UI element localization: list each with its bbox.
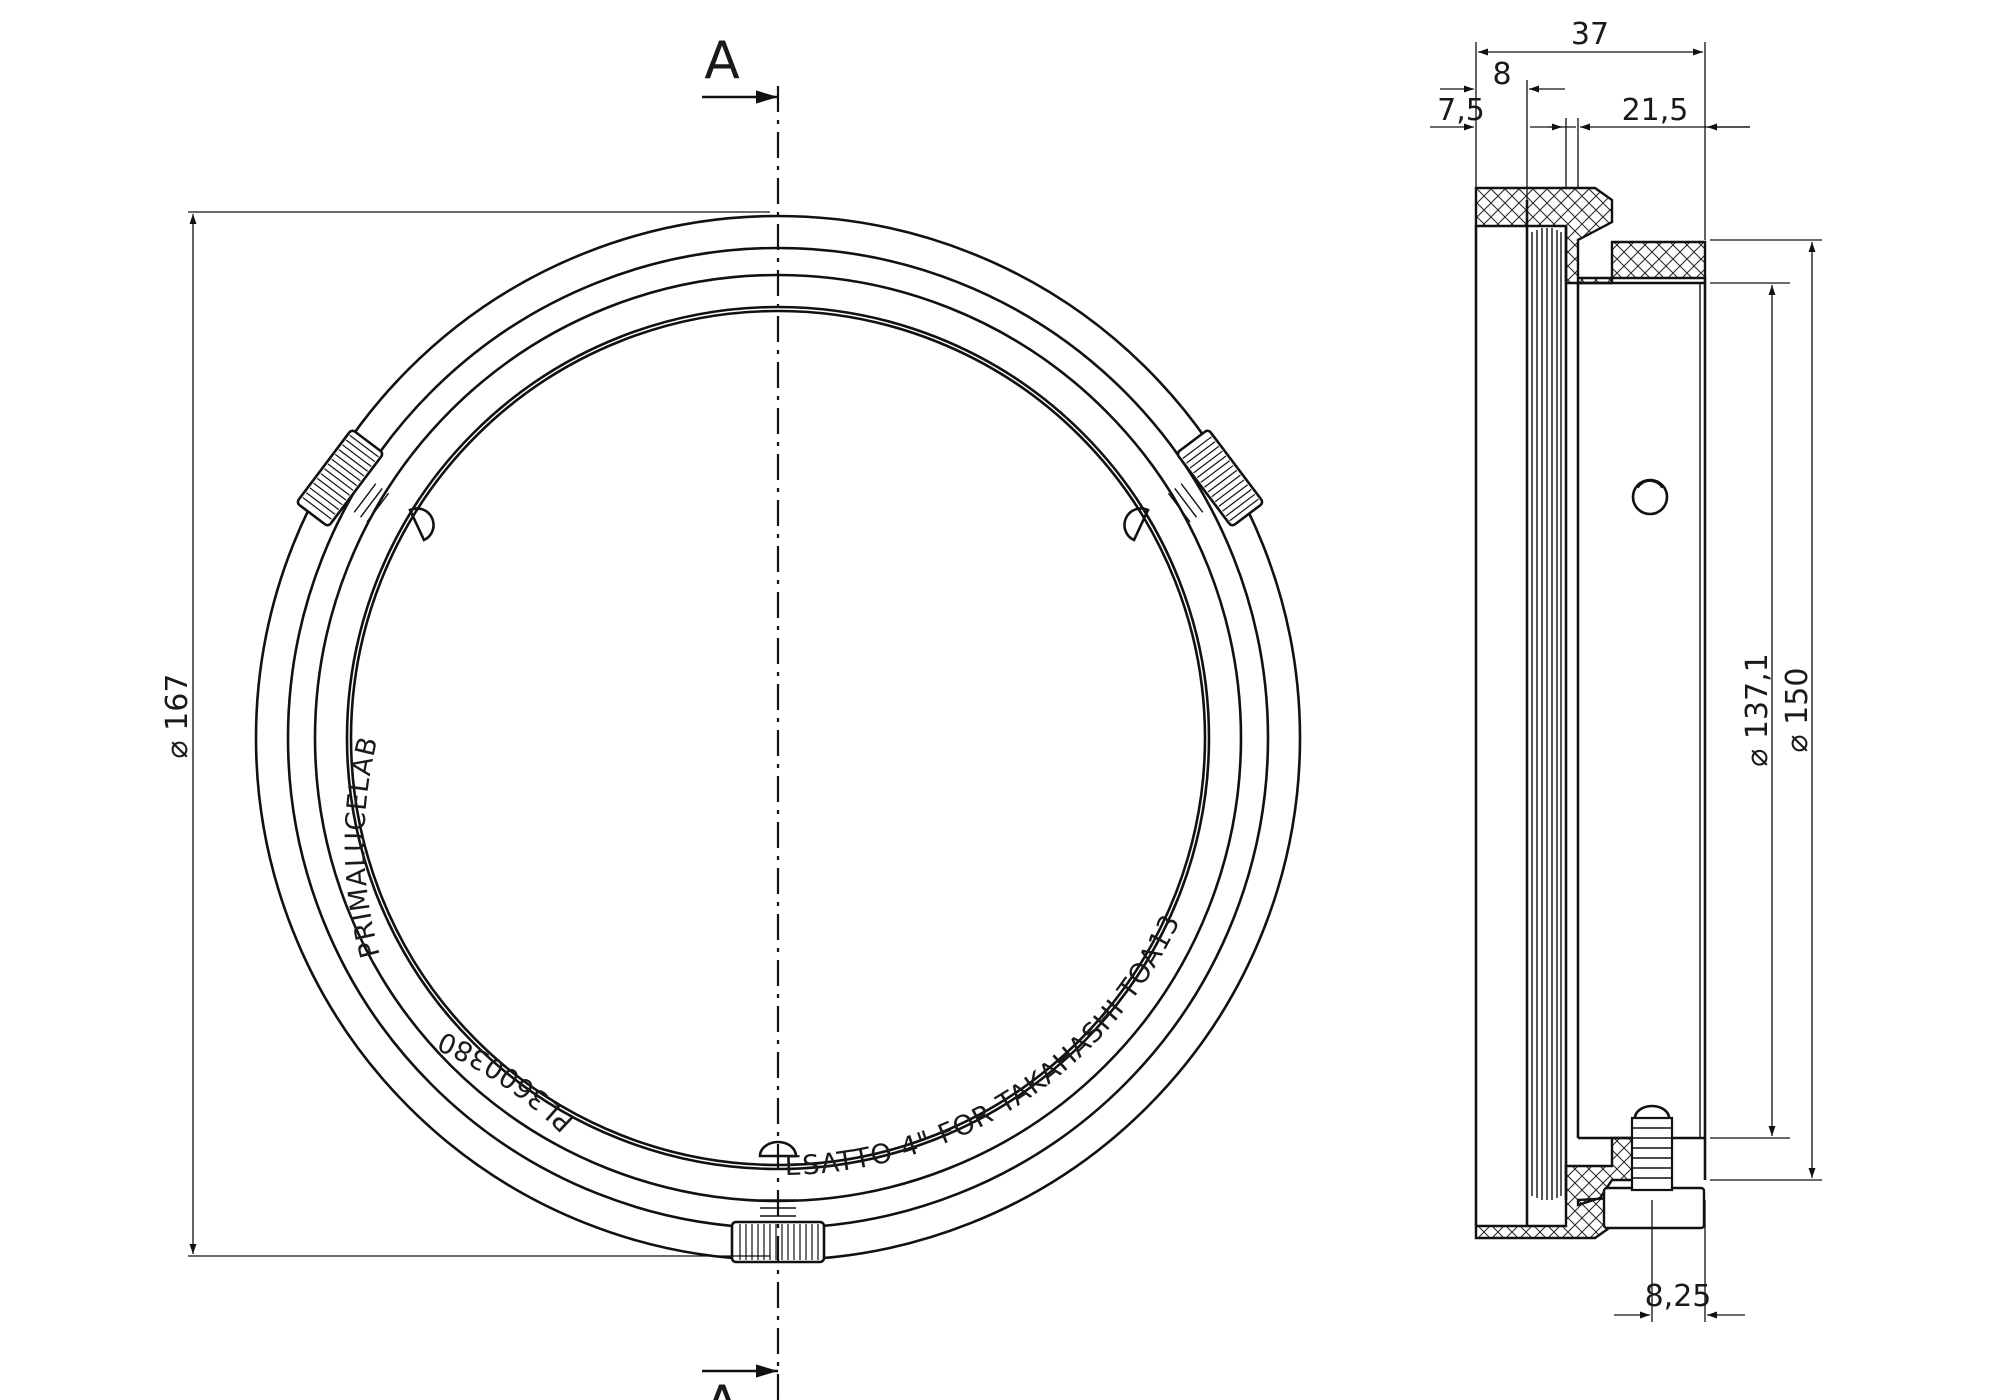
section-flange-top [1474,186,1707,285]
dim-8-label: 8 [1492,57,1511,92]
thumb-screw-right [1175,427,1265,529]
thumb-screw-left [295,427,385,529]
screw-thread-left [353,482,390,523]
screw-thread-right [1167,482,1204,523]
thread-region [1531,228,1562,1200]
dim-167-label: ⌀ 167 [160,674,195,759]
dim-7-5-label: 7,5 [1437,93,1485,128]
section-label-top: A [704,31,740,91]
dim-137-1-label: ⌀ 137,1 [1740,653,1775,767]
set-screw-right [1123,507,1150,542]
dim-8-25-label: 8,25 [1645,1279,1712,1314]
svg-text:⌀ 167: ⌀ 167 [160,674,195,759]
svg-text:⌀ 150: ⌀ 150 [1780,668,1815,753]
side-screw-hole-shadow [1637,480,1663,489]
engraving-part-number: PL3600380 [432,1025,579,1138]
side-screw-hole [1631,478,1669,516]
engraving-brand: PRIMALUCELAB [340,733,386,961]
engraving-description: ESATTO 4" FOR TAKAHASHI TOA130 [0,0,1186,1182]
section-label-bottom: A [704,1375,740,1400]
front-view: PRIMALUCELAB PL3600380 ESATTO 4" FOR TAK… [0,0,1302,1400]
set-screw-bottom [758,1140,798,1158]
dim-150-label: ⌀ 150 [1780,668,1815,753]
side-section-view: 37 8 7,5 21,5 ⌀ 137,1 ⌀ 150 [1430,17,1822,1322]
section-thumb-screw [1602,1104,1706,1230]
set-screw-left [408,507,435,542]
dim-21-5-label: 21,5 [1622,93,1689,128]
svg-text:⌀ 137,1: ⌀ 137,1 [1740,653,1775,767]
dim-37-label: 37 [1571,17,1609,52]
